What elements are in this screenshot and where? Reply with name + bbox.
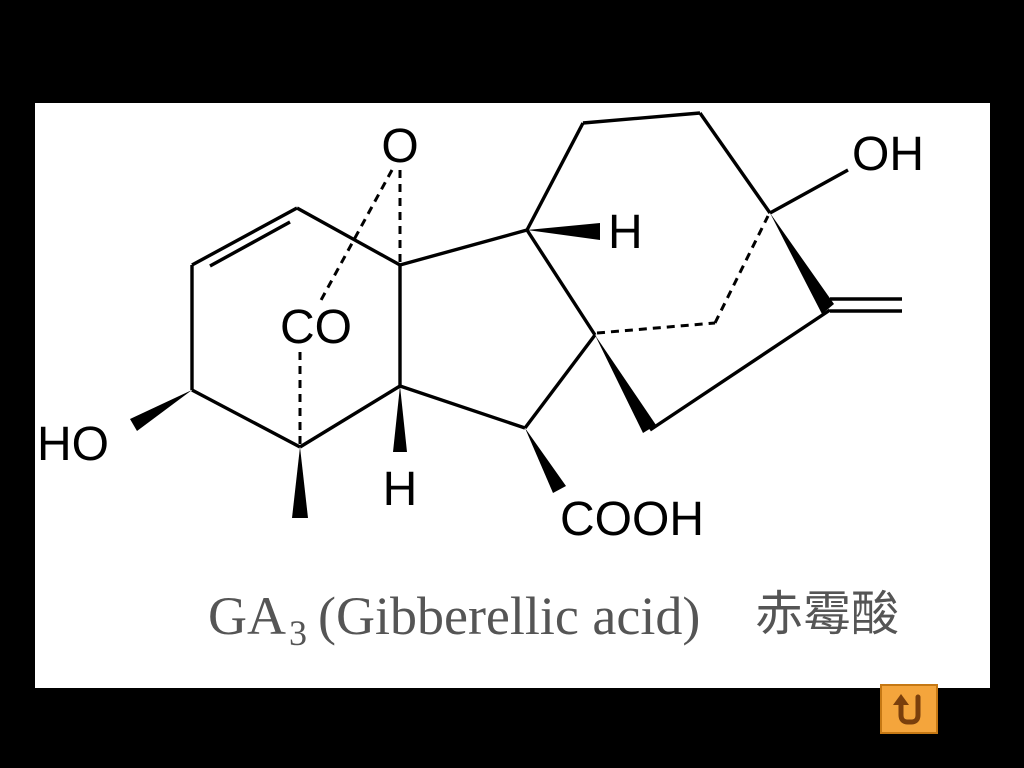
wedge-bond bbox=[595, 335, 656, 433]
bond-line bbox=[769, 168, 849, 215]
caption-subscript: 3 bbox=[289, 613, 307, 653]
atom-label-oh: OH bbox=[852, 128, 924, 181]
caption-chinese-name: 赤霉酸 bbox=[755, 586, 899, 642]
gibberellic-acid-structure: O OH H CO HO H COOH bbox=[37, 111, 924, 546]
bond-line bbox=[399, 384, 526, 430]
atom-label-o: O bbox=[381, 120, 418, 173]
bond-line bbox=[523, 333, 597, 430]
atom-label-cooh: COOH bbox=[560, 493, 704, 546]
wedge-bond bbox=[525, 428, 566, 493]
bond-line bbox=[299, 384, 401, 449]
atom-label-co: CO bbox=[280, 301, 352, 354]
return-button[interactable] bbox=[880, 684, 938, 734]
caption-full-name: (Gibberellic acid) bbox=[318, 586, 700, 646]
white-panel bbox=[35, 103, 990, 688]
bond-line bbox=[399, 228, 528, 267]
double-bond-inner-line bbox=[209, 220, 291, 268]
bond-line bbox=[296, 206, 401, 267]
wedge-bond bbox=[527, 223, 600, 240]
atom-label-h-bottom: H bbox=[383, 463, 418, 516]
bond-line bbox=[698, 112, 772, 214]
u-turn-return-icon bbox=[893, 694, 921, 725]
bond-line bbox=[525, 229, 597, 336]
dashed-bond bbox=[713, 215, 770, 324]
atom-label-h-top: H bbox=[608, 206, 643, 259]
atom-label-ho: HO bbox=[37, 418, 109, 471]
caption: GA 3 (Gibberellic acid) 赤霉酸 bbox=[208, 586, 899, 653]
bond-line bbox=[649, 308, 831, 432]
wedge-bond bbox=[770, 213, 834, 314]
wedge-bond bbox=[393, 386, 407, 452]
bond-line bbox=[191, 206, 298, 267]
bond-line bbox=[582, 111, 701, 125]
wedge-bond bbox=[292, 447, 308, 518]
caption-name: GA bbox=[208, 586, 286, 646]
bond-line bbox=[525, 122, 585, 231]
dashed-bond bbox=[596, 321, 716, 335]
wedge-bond bbox=[130, 390, 192, 431]
bond-line bbox=[191, 388, 301, 449]
dashed-bond bbox=[318, 169, 394, 303]
